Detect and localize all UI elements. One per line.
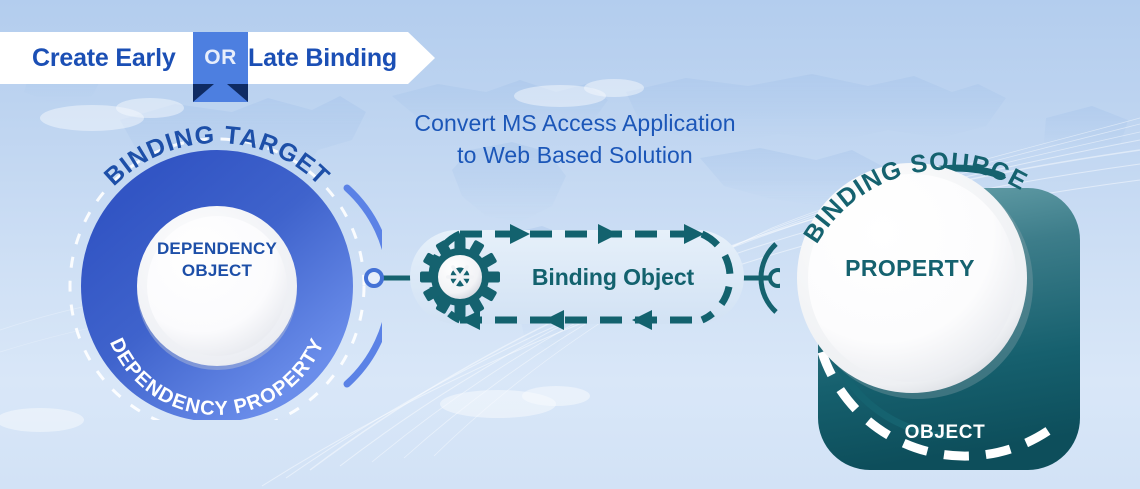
banner: Create Early OR Late Binding: [0, 32, 435, 102]
banner-shape: [0, 32, 435, 102]
property-disc: [808, 174, 1016, 382]
connector-dot-left: [364, 268, 384, 288]
arrow-heads-top: [510, 224, 704, 244]
binding-object-label: Binding Object: [531, 263, 695, 290]
binding-source-group: BINDING SOURCE: [760, 120, 1140, 489]
asterisk-mark: [446, 265, 474, 289]
notch-right: [227, 84, 248, 102]
binding-target-group: BINDING TARGET DEPENDENCY PROPERTY DEPEN…: [52, 100, 395, 435]
binding-target-graphic: BINDING TARGET DEPENDENCY PROPERTY: [68, 121, 395, 435]
binding-object-graphic: [410, 224, 744, 330]
dashed-cap-right: [700, 230, 734, 324]
headline-line-2: to Web Based Solution: [457, 141, 693, 168]
banner-label-right: Late Binding: [248, 43, 397, 72]
banner-label-or: OR: [204, 46, 237, 69]
arrow-heads-bottom: [460, 310, 652, 330]
outer-dashed-ring: [68, 137, 366, 435]
connector-dot-right: [768, 268, 780, 288]
dashed-cap-left: [428, 230, 462, 324]
banner-plate-right: [248, 32, 435, 84]
banner-plate-left: [0, 32, 193, 84]
gear-icon: [420, 237, 500, 317]
headline: Convert MS Access Application to Web Bas…: [370, 108, 780, 171]
binding-source-graphic: BINDING SOURCE: [797, 148, 1080, 470]
binding-object-plate: [410, 230, 744, 324]
binding-object-group: Binding Object: [402, 218, 752, 336]
binding-target-ring: [81, 150, 353, 422]
headline-line-1: Convert MS Access Application: [414, 110, 736, 136]
core-disc: [147, 216, 287, 356]
panel-dashed-arc: [817, 350, 1063, 461]
notch-left: [193, 84, 214, 102]
banner-label-left: Create Early: [32, 43, 176, 72]
